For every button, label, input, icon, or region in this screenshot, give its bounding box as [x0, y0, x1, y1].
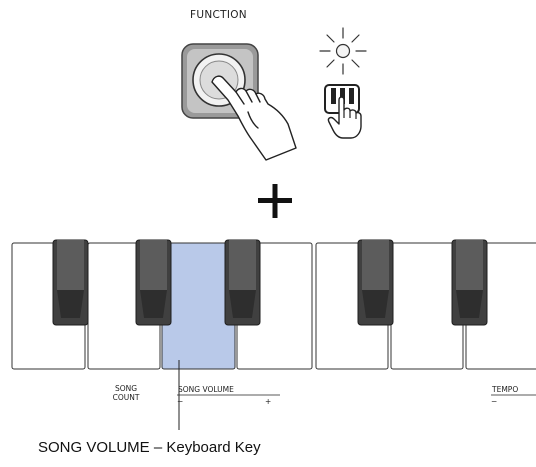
song-volume-minus-label: − — [177, 397, 184, 406]
white-key-song-volume — [161, 242, 236, 370]
black-key-2 — [135, 239, 172, 326]
hand-pressing-button-icon — [211, 75, 297, 161]
song-volume-plus-label: + — [265, 397, 272, 406]
black-key-3 — [224, 239, 261, 326]
song-volume-label: SONG VOLUME — [178, 385, 234, 394]
black-key-5 — [451, 239, 488, 326]
finger-pressing-keyboard-icon — [324, 84, 362, 139]
keyboard — [11, 239, 536, 370]
function-button-label: FUNCTION — [190, 9, 247, 21]
song-count-label-line1: SONG — [114, 384, 138, 393]
plus-sign — [258, 184, 292, 218]
tempo-label: TEMPO — [492, 385, 519, 394]
song-count-label-line2: COUNT — [112, 393, 140, 402]
black-key-1 — [52, 239, 89, 326]
tempo-minus-label: − — [491, 397, 498, 406]
lamp-blinking-icon — [319, 27, 367, 75]
black-key-4 — [357, 239, 394, 326]
caption: SONG VOLUME – Keyboard Key — [38, 439, 261, 456]
